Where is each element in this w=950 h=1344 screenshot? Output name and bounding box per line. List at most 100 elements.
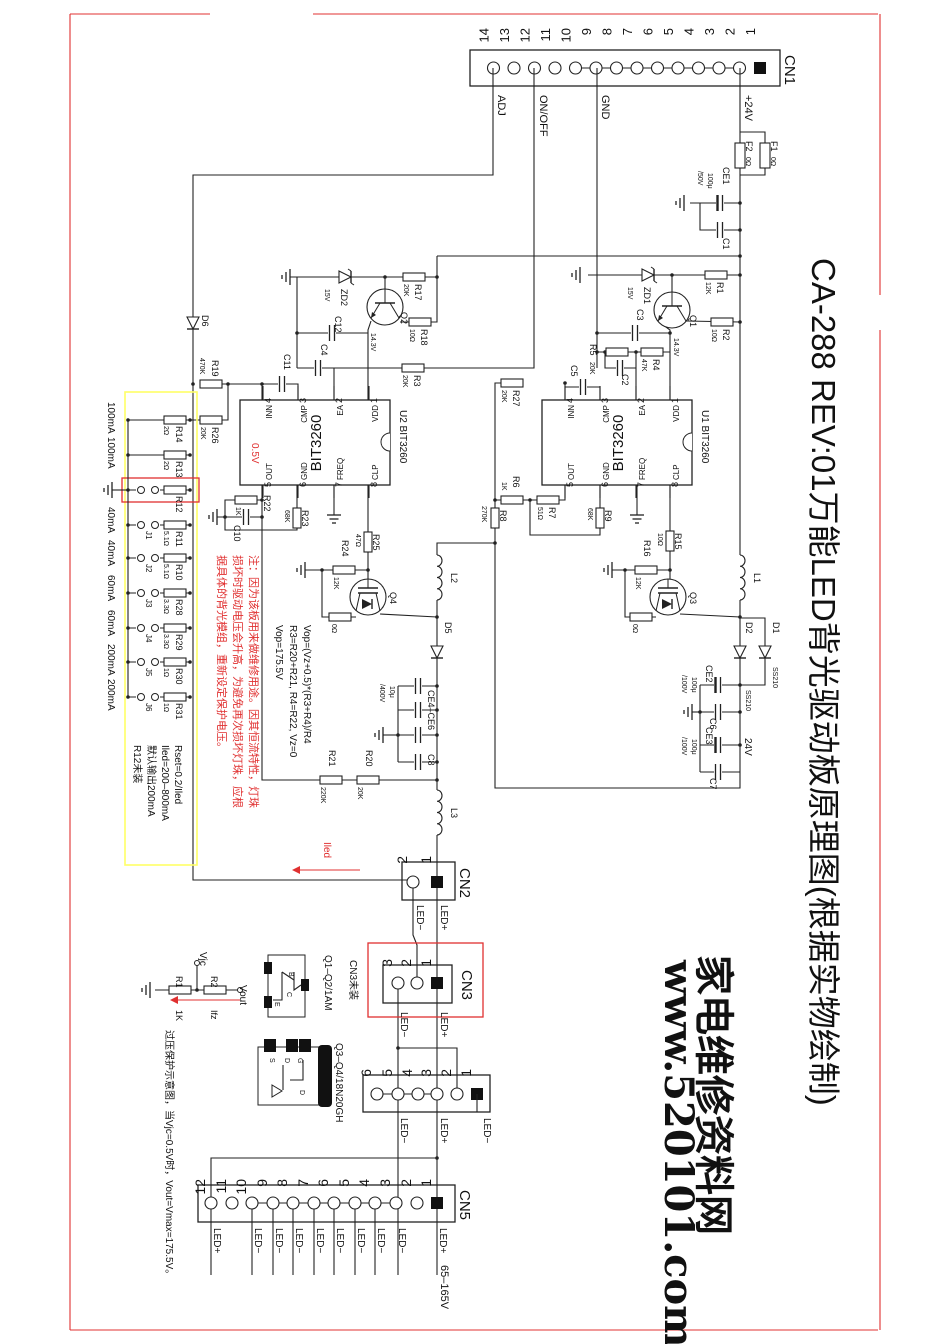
cn5-lead-label: LED−: [314, 1228, 325, 1253]
u2-pin-number: 5: [263, 482, 273, 487]
ce3-ref: CE3: [704, 727, 714, 745]
u1-pin-number: 1: [670, 398, 680, 403]
ground-icon: [374, 727, 384, 743]
r22-value: 1K: [234, 507, 241, 516]
mosfet-lead: [355, 592, 361, 612]
ifz-arrowhead: [170, 996, 178, 1004]
r20-value: 20K: [356, 787, 363, 800]
cn5-voltage-label: 65–165V: [438, 1265, 450, 1310]
rset-resistor-value: 3.3Ω: [162, 599, 169, 614]
u2-chip: [239, 399, 391, 486]
q4-mosfet-icon: [349, 578, 387, 616]
wire: [273, 972, 283, 1001]
zd2-zener-icon: [338, 268, 355, 286]
junction-dot: [188, 418, 192, 422]
u2-pin-number: 8: [369, 482, 379, 487]
cn4-pin: [430, 1087, 444, 1101]
cn5-pin: [266, 1196, 280, 1210]
rset-note: 默认输出200mA: [145, 745, 158, 817]
junction-dot: [493, 541, 497, 545]
r19-resistor: [199, 379, 223, 389]
d2-diode-icon: [733, 645, 747, 660]
c1-ref: C1: [721, 238, 731, 250]
r24-ref: R24: [340, 540, 350, 557]
cap-mask: [414, 702, 422, 718]
cn1-pin: [548, 61, 562, 75]
junction-dot: [195, 988, 199, 992]
cn5-pin-number: 5: [336, 1179, 352, 1187]
r1-value: 12K: [704, 282, 711, 295]
zd1-ref: ZD1: [642, 287, 652, 304]
r7-resistor: [536, 495, 560, 505]
rset-note: Iled=200–800mA: [159, 745, 170, 821]
cn1-pin-number: 5: [661, 28, 676, 35]
c4-ref: C4: [319, 344, 329, 356]
vjc-node: [194, 960, 200, 966]
junction-dot: [435, 733, 439, 737]
diode-body: [758, 645, 772, 660]
ce4-rating: /400V: [378, 684, 385, 703]
wire: [412, 882, 418, 983]
r21-ref: R21: [327, 750, 337, 767]
r24-value: 12K: [332, 577, 339, 590]
cn1-pin: [712, 61, 726, 75]
rset-resistor-ref: R13: [174, 461, 184, 478]
u2-chip-name: BIT3260: [308, 415, 325, 472]
cn5-pin-number: 3: [377, 1179, 393, 1187]
junction-dot: [126, 695, 130, 699]
rset-resistor: [163, 692, 187, 702]
r15-value: 10Ω: [656, 533, 663, 546]
r9-value: 68K: [586, 508, 593, 521]
u1-pin-label: FREQ: [638, 458, 647, 480]
r16-value: 12K: [634, 577, 641, 590]
ce2-value: 100μ: [690, 677, 697, 693]
ce3-value: 100μ: [690, 739, 697, 755]
cap-mask: [328, 325, 336, 341]
ce2-ref: CE2: [704, 665, 714, 683]
r3-resistor: [401, 363, 425, 373]
junction-dot: [435, 275, 439, 279]
mosfet-diode: [362, 599, 372, 609]
cn5-lead-label: LED−: [252, 1228, 263, 1253]
c5-ref: C5: [569, 365, 579, 377]
cn1-pin-number: 7: [620, 28, 635, 35]
cn5-pin: [389, 1196, 403, 1210]
zd2-ref: ZD2: [339, 289, 349, 306]
u1-pin-label: CLP: [672, 464, 681, 480]
rset-resistor-value: 1Ω: [162, 668, 169, 677]
c3-ref: C3: [635, 309, 645, 321]
junction-dot: [595, 331, 599, 335]
cap-mask: [242, 509, 250, 525]
cn5-lead-label: LED+: [437, 1228, 448, 1253]
l3-inductor-icon: [436, 789, 443, 836]
r1-ref: R1: [715, 282, 725, 294]
cn5-pin-number: 10: [233, 1179, 249, 1195]
r23-ref: R23: [300, 510, 310, 527]
q3-mosfet-icon: [649, 578, 687, 616]
rset-current-label: 60mA: [105, 610, 116, 636]
l1-ref: L1: [752, 573, 762, 583]
u2-pin-number: 4: [263, 398, 273, 403]
cn5-pin: [368, 1196, 382, 1210]
u2-pin-label: CLP: [371, 464, 380, 480]
c7-ref: C7: [708, 778, 718, 790]
ce2-rating: /100V: [680, 675, 687, 694]
q12-pin-b: B: [287, 972, 294, 977]
u2-notch: [380, 432, 391, 452]
signal-24v: +24V: [742, 95, 754, 122]
q12-pin-c: C: [285, 992, 292, 997]
rset-resistor-ref: R12: [174, 496, 184, 513]
r9-ref: R9: [603, 510, 613, 522]
cn1-pin: [507, 61, 521, 75]
diode-body: [733, 645, 747, 660]
r18-value: 10Ω: [408, 329, 415, 342]
r27-value: 20K: [500, 390, 507, 403]
r3-value: 20K: [401, 375, 408, 388]
jumper-label: J3: [144, 599, 153, 608]
r8-resistor: [490, 507, 500, 529]
junction-dot: [668, 568, 672, 572]
jumper-pad: [137, 693, 145, 701]
ovp-r1-resistor: [168, 985, 192, 995]
transistor-lead: [676, 305, 687, 322]
cap-mask: [714, 737, 722, 753]
